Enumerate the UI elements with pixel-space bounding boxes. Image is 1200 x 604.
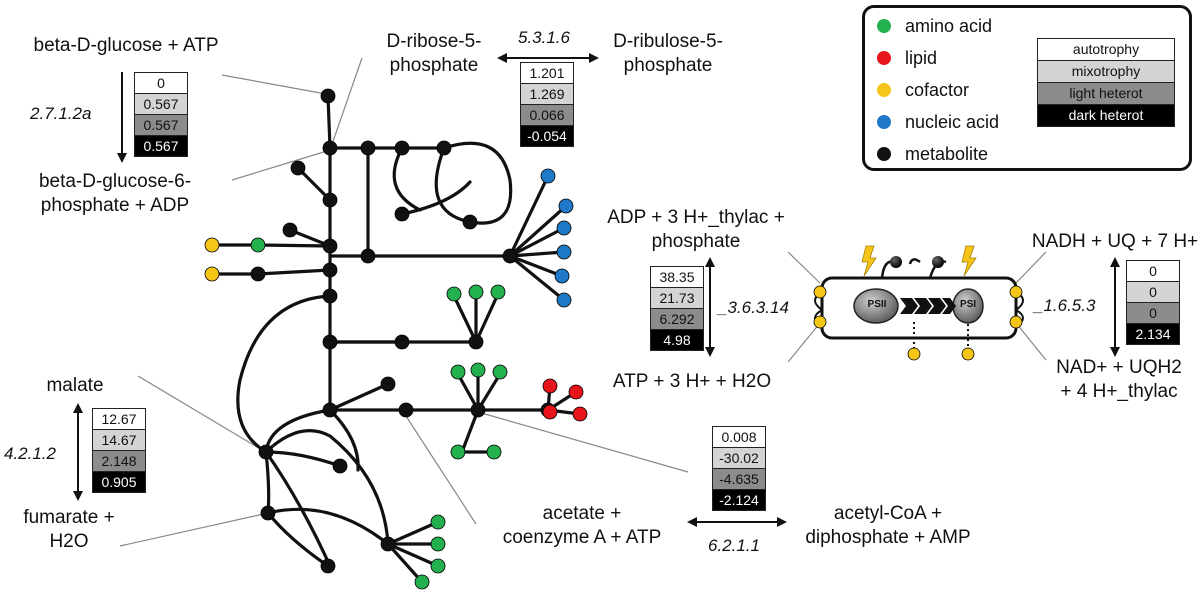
acs-ec: 6.2.1.1 [708, 536, 760, 555]
nadh-ec: _1.6.5.3 [1034, 296, 1096, 315]
yellow-node-icon [877, 83, 891, 98]
pointer-lines [119, 57, 1047, 547]
flux-autotrophy: 38.35 [651, 267, 703, 288]
flux-dark-heterot: 2.134 [1127, 324, 1179, 344]
fumarase-product: fumarate + H2O [23, 507, 115, 552]
mode-autotrophy: autotrophy [1038, 39, 1174, 61]
flux-dark-heterot: -2.124 [713, 490, 765, 510]
atp-synthase-substrate: ADP + 3 H+_thylac + phosphate [607, 207, 785, 252]
fumarase-ec: 4.2.1.2 [4, 444, 56, 463]
red-node-icon [877, 51, 891, 66]
atp-synthase-flux-table: 38.35 21.73 6.292 4.98 [650, 266, 704, 351]
acs-flux-table: 0.008 -30.02 -4.635 -2.124 [712, 426, 766, 511]
flux-dark-heterot: 4.98 [651, 330, 703, 350]
hexokinase-substrate: beta-D-glucose + ATP [33, 35, 219, 56]
flux-dark-heterot: 0.905 [93, 472, 145, 492]
flux-mixotrophy: 1.269 [521, 84, 573, 105]
flux-dark-heterot: -0.054 [521, 126, 573, 146]
flux-mixotrophy: 0 [1127, 282, 1179, 303]
reaction-arrows [73, 53, 1120, 527]
network-edges [210, 94, 582, 584]
legend-modes-table: autotrophy mixotrophy light heterot dark… [1037, 38, 1175, 127]
flux-autotrophy: 0.008 [713, 427, 765, 448]
nadh-product: NAD+ + UQH2 + 4 H+_thylac [1056, 357, 1182, 402]
lightning-right-icon [961, 245, 977, 277]
psii-label: PSII [867, 299, 887, 310]
fumarase-substrate: malate [46, 375, 104, 396]
flux-light-heterot: 2.148 [93, 451, 145, 472]
fumarase-flux-table: 12.67 14.67 2.148 0.905 [92, 408, 146, 493]
ribose-product: D-ribulose-5- phosphate [613, 31, 723, 76]
hexokinase-product: beta-D-glucose-6- phosphate + ADP [38, 171, 192, 216]
legend-metabolite: metabolite [877, 142, 988, 166]
lightning-left-icon [861, 245, 877, 277]
psi-label: PSI [959, 299, 977, 310]
flux-light-heterot: -4.635 [713, 469, 765, 490]
legend-amino-acid: amino acid [877, 14, 992, 38]
flux-mixotrophy: 0.567 [135, 94, 187, 115]
flux-light-heterot: 0 [1127, 303, 1179, 324]
hexokinase-flux-table: 0 0.567 0.567 0.567 [134, 72, 188, 157]
mode-light-heterot: light heterot [1038, 83, 1174, 105]
nadh-substrate: NADH + UQ + 7 H+ [1031, 231, 1199, 252]
atp-synthase-product: ATP + 3 H+ + H2O [612, 371, 772, 392]
hexokinase-ec: 2.7.1.2a [30, 104, 92, 123]
ribose-substrate: D-ribose-5- phosphate [386, 31, 482, 76]
legend: amino acid lipid cofactor nucleic acid m… [862, 5, 1192, 171]
mode-dark-heterot: dark heterot [1038, 105, 1174, 126]
ribose-flux-table: 1.201 1.269 0.066 -0.054 [520, 62, 574, 147]
mode-mixotrophy: mixotrophy [1038, 61, 1174, 83]
photosystem-diagram [813, 245, 1024, 361]
green-node-icon [877, 19, 891, 34]
atp-synthase-ec: _3.6.3.14 [718, 298, 789, 317]
legend-cofactor: cofactor [877, 78, 969, 102]
acs-substrate: acetate + coenzyme A + ATP [502, 503, 662, 548]
network-nodes [204, 88, 588, 590]
flux-light-heterot: 6.292 [651, 309, 703, 330]
acs-product: acetyl-CoA + diphosphate + AMP [805, 503, 971, 548]
flux-light-heterot: 0.066 [521, 105, 573, 126]
flux-autotrophy: 1.201 [521, 63, 573, 84]
nadh-flux-table: 0 0 0 2.134 [1126, 260, 1180, 345]
flux-autotrophy: 12.67 [93, 409, 145, 430]
flux-mixotrophy: 14.67 [93, 430, 145, 451]
ribose-ec: 5.3.1.6 [518, 28, 570, 47]
flux-light-heterot: 0.567 [135, 115, 187, 136]
flux-autotrophy: 0 [135, 73, 187, 94]
black-node-icon [877, 147, 891, 162]
legend-lipid: lipid [877, 46, 937, 70]
flux-mixotrophy: 21.73 [651, 288, 703, 309]
blue-node-icon [877, 115, 891, 130]
flux-autotrophy: 0 [1127, 261, 1179, 282]
flux-mixotrophy: -30.02 [713, 448, 765, 469]
legend-nucleic-acid: nucleic acid [877, 110, 999, 134]
flux-dark-heterot: 0.567 [135, 136, 187, 156]
